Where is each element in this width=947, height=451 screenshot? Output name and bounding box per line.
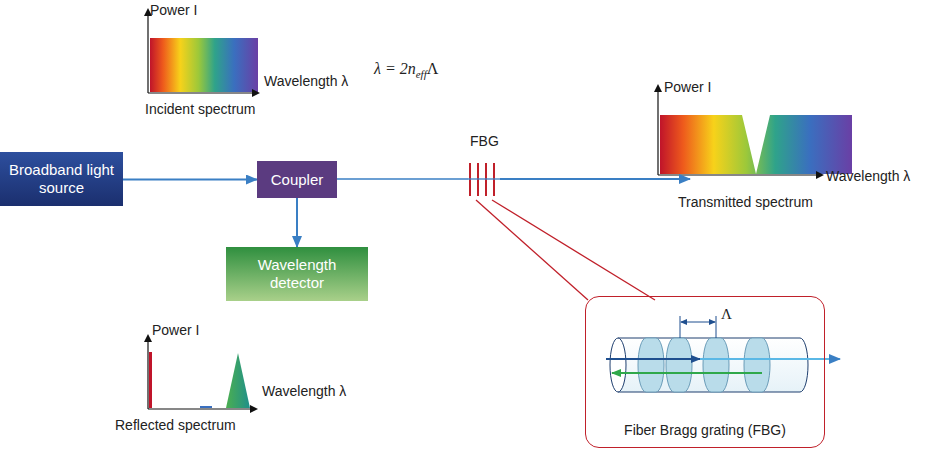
formula-text: λ = 2n [374,60,416,77]
callout-box: Fiber Bragg grating (FBG) [585,296,825,448]
axis-label: Wavelength λ [262,383,346,399]
axis-label: Power I [150,2,197,18]
incident-chart [148,10,258,93]
node-label: Wavelength detector [232,256,362,292]
chart-caption: Reflected spectrum [115,417,236,433]
source-box: Broadband light source [0,152,123,206]
reflected-chart [148,336,256,409]
grating-symbol [468,163,500,196]
detector-box: Wavelength detector [226,247,368,301]
node-label: Fiber Bragg grating (FBG) [624,422,786,439]
axis-label: Wavelength λ [826,168,910,184]
axis-label: Power I [664,79,711,95]
bragg-formula: λ = 2neffΛ [374,60,438,80]
fiber [337,179,690,180]
axis-label: Wavelength λ [264,73,348,89]
fiber-illustration [606,316,840,392]
chart-caption: Transmitted spectrum [678,194,813,210]
node-label: Broadband light source [6,161,117,197]
chart-caption: Incident spectrum [145,101,256,117]
component-label: FBG [470,133,499,149]
callout-leader [476,200,655,300]
connector-arrow [123,179,257,181]
node-label: Coupler [271,171,324,189]
coupler-box: Coupler [257,161,337,198]
period-label: Λ [721,306,732,323]
formula-subscript: eff [416,68,427,80]
axis-label: Power I [152,322,199,338]
transmitted-chart [658,86,852,175]
connector-arrow [296,198,298,247]
formula-text: Λ [427,60,439,77]
